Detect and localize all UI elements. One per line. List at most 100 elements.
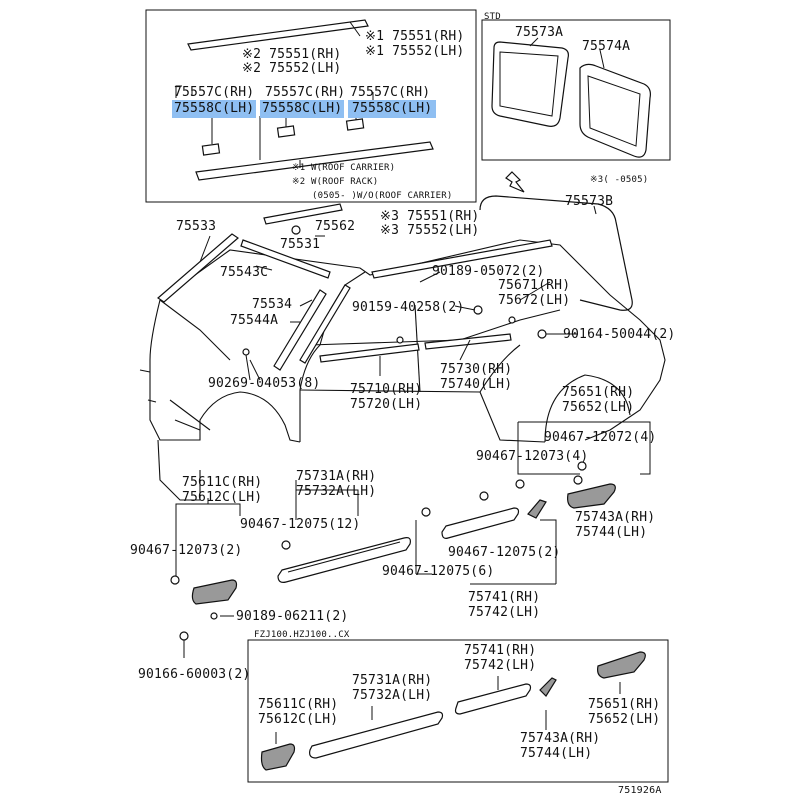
fzj-variant-frame [247, 639, 669, 783]
rear-belt-molding [424, 333, 512, 350]
label-90467-12075-12: 90467-12075(12) [240, 517, 361, 532]
label-75533: 75533 [176, 219, 217, 234]
roof-rail-lower [195, 141, 434, 181]
label-90467-12073-4: 90467-12073(4) [476, 449, 589, 464]
label-75720: 75720(LH) [350, 397, 423, 412]
label-90467-12075-2: 90467-12075(2) [448, 545, 561, 560]
label-75558c-2: 75558C(LH) [260, 100, 345, 118]
label-box-75611c: 75611C(RH) [258, 697, 339, 712]
label-75544a: 75544A [230, 313, 279, 328]
label-75573b: 75573B [565, 194, 614, 209]
label-box-75612c: 75612C(LH) [258, 712, 339, 727]
label-75552-lh-2: ※2 75552(LH) [242, 61, 342, 76]
label-90189-06211: 90189-06211(2) [236, 609, 349, 624]
label-75744: 75744(LH) [575, 525, 648, 540]
front-belt-molding [319, 343, 420, 363]
label-75557c-3: 75557C(RH) [350, 85, 431, 100]
label-75558c-3: 75558C(LH) [348, 100, 437, 118]
note-0505: ※3( -0505) [590, 175, 649, 185]
label-90164-50044: 90164-50044(2) [563, 327, 676, 342]
label-std: STD [484, 12, 501, 22]
box-small-molding [539, 677, 557, 697]
direction-arrow [505, 171, 525, 193]
label-90467-12073-2: 90467-12073(2) [130, 543, 243, 558]
label-75551-rh-3: ※3 75551(RH) [380, 209, 480, 224]
roof-rail-upper [187, 19, 369, 51]
label-75731a: 75731A(RH) [296, 469, 377, 484]
quarter-glass [579, 63, 651, 158]
label-75742: 75742(LH) [468, 605, 541, 620]
windshield-upper-molding [240, 239, 331, 279]
label-75611c: 75611C(RH) [182, 475, 263, 490]
roof-side-molding [371, 239, 553, 279]
label-90269-04053: 90269-04053(8) [208, 376, 321, 391]
note-roof-carrier: ※1 W(ROOF CARRIER) [292, 163, 396, 173]
label-75740: 75740(LH) [440, 377, 513, 392]
label-fzj-variant: FZJ100.HZJ100..CX [254, 630, 350, 640]
box-rear-quarter-molding [597, 651, 646, 679]
door-weatherstrip [479, 195, 633, 311]
label-90159-40258: 90159-40258(2) [352, 300, 465, 315]
label-75562: 75562 [315, 219, 356, 234]
label-75557c-2: 75557C(RH) [265, 85, 346, 100]
rail-cap-2 [276, 125, 296, 138]
quarter-molding-small [527, 499, 547, 519]
label-box-75731a: 75731A(RH) [352, 673, 433, 688]
label-75732a: 75732A(LH) [296, 484, 377, 499]
clip-group [170, 461, 587, 658]
label-75551-rh-1: ※1 75551(RH) [365, 29, 465, 44]
rail-cap-1 [201, 143, 221, 156]
label-box-75652: 75652(LH) [588, 712, 661, 727]
label-75730: 75730(RH) [440, 362, 513, 377]
quarter-window-seal [491, 41, 569, 127]
label-75672: 75672(LH) [498, 293, 571, 308]
label-75573a: 75573A [515, 25, 564, 40]
vehicle-body [139, 239, 666, 501]
pillar-molding [273, 289, 327, 371]
diagram-code: 751926A [618, 785, 662, 796]
label-75551-rh-2: ※2 75551(RH) [242, 47, 342, 62]
label-90189-05072: 90189-05072(2) [432, 264, 545, 279]
label-box-75741: 75741(RH) [464, 643, 537, 658]
label-75652: 75652(LH) [562, 400, 635, 415]
label-75710: 75710(RH) [350, 382, 423, 397]
box-rear-door-molding [454, 683, 532, 715]
label-75534: 75534 [252, 297, 293, 312]
windshield-molding-left [157, 233, 239, 303]
label-75558c-1: 75558C(LH) [172, 100, 257, 118]
label-75552-lh-3: ※3 75552(LH) [380, 223, 480, 238]
roof-rail-frame [145, 9, 477, 203]
label-75612c: 75612C(LH) [182, 490, 263, 505]
label-90467-12072: 90467-12072(4) [544, 430, 657, 445]
label-box-75742: 75742(LH) [464, 658, 537, 673]
label-box-75651: 75651(RH) [588, 697, 661, 712]
note-without-carrier: (0505- )W/O(ROOF CARRIER) [312, 191, 453, 201]
label-box-75732a: 75732A(LH) [352, 688, 433, 703]
label-90166-60003: 90166-60003(2) [138, 667, 251, 682]
label-box-75743a: 75743A(RH) [520, 731, 601, 746]
label-75671: 75671(RH) [498, 278, 571, 293]
rail-cap-3 [345, 118, 365, 131]
label-75531: 75531 [280, 237, 321, 252]
std-window-frame [481, 19, 671, 161]
label-box-75744: 75744(LH) [520, 746, 593, 761]
label-75552-lh-1: ※1 75552(LH) [365, 44, 465, 59]
note-roof-rack: ※2 W(ROOF RACK) [292, 177, 379, 187]
label-75574a: 75574A [582, 39, 631, 54]
front-fender-molding [191, 579, 238, 605]
front-door-molding [277, 537, 411, 583]
box-front-door-molding [309, 711, 444, 759]
label-75741: 75741(RH) [468, 590, 541, 605]
label-75543c: 75543C [220, 265, 269, 280]
label-75651: 75651(RH) [562, 385, 635, 400]
label-75743a: 75743A(RH) [575, 510, 656, 525]
pillar-molding-inner [299, 284, 351, 364]
rear-door-molding [441, 507, 520, 539]
label-90467-12075-6: 90467-12075(6) [382, 564, 495, 579]
box-fender-molding [260, 743, 296, 771]
label-75557c-1: 75557C(RH) [174, 85, 255, 100]
rear-quarter-molding [567, 483, 616, 509]
roof-drip-molding [263, 203, 343, 225]
